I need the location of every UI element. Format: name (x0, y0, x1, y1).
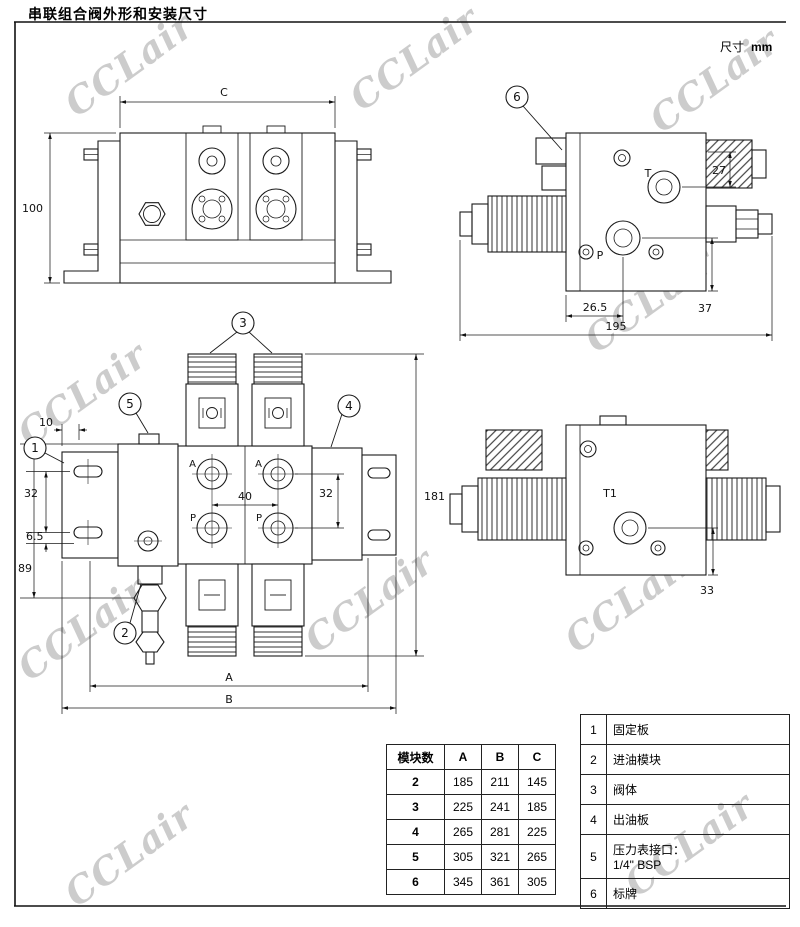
dim-a-label: A (225, 671, 233, 684)
dim-32-left-label: 32 (24, 487, 38, 500)
legend-row: 5 压力表接口： 1/4" BSP (580, 834, 790, 879)
legend-item-number: 4 (580, 804, 607, 835)
side-view-top (459, 85, 773, 341)
dim-c-label: C (220, 86, 228, 99)
callout-4: 4 (345, 399, 353, 413)
dim-37-label: 37 (698, 302, 712, 315)
cell-c: 265 (518, 844, 556, 870)
cell-a: 345 (444, 869, 482, 895)
size-header-c: C (518, 744, 556, 770)
dim-40-label: 40 (238, 490, 252, 503)
legend-item-label-line2: 1/4" BSP (613, 858, 662, 872)
cell-b: 241 (481, 794, 519, 820)
port-t-label: T (644, 167, 652, 180)
cell-b: 211 (481, 769, 519, 795)
legend-item-label: 压力表接口： 1/4" BSP (606, 834, 790, 879)
cell-modules: 5 (386, 844, 445, 870)
cell-a: 265 (444, 819, 482, 845)
port-t1-label: T1 (602, 487, 617, 500)
legend-item-number: 5 (580, 834, 607, 879)
legend-row: 2 进油模块 (580, 744, 790, 775)
port-a2-label: A (255, 459, 262, 470)
size-header-modules: 模块数 (386, 744, 445, 770)
cell-c: 145 (518, 769, 556, 795)
dim-26-5-label: 26.5 (583, 301, 608, 314)
legend-item-label-line1: 压力表接口： (613, 843, 686, 857)
dim-27-label: 27 (712, 164, 726, 177)
legend-row: 6 标牌 (580, 878, 790, 909)
legend-item-label: 出油板 (606, 804, 790, 835)
legend-item-label: 固定板 (606, 714, 790, 745)
cell-c: 225 (518, 819, 556, 845)
size-header-b: B (481, 744, 519, 770)
table-row: 4 265 281 225 (386, 819, 556, 845)
cell-modules: 4 (386, 819, 445, 845)
size-table-header-row: 模块数 A B C (386, 744, 556, 770)
callout-1: 1 (31, 441, 39, 455)
callout-3: 3 (239, 316, 247, 330)
dim-89-label: 89 (18, 562, 32, 575)
dim-195-label: 195 (606, 320, 627, 333)
dim-b-label: B (225, 693, 233, 706)
side-view-bottom (449, 415, 781, 576)
dim-181-label: 181 (424, 490, 445, 503)
port-p1-label: P (190, 513, 196, 524)
port-p2-label: P (256, 513, 262, 524)
cell-a: 185 (444, 769, 482, 795)
legend-item-number: 2 (580, 744, 607, 775)
page-title: 串联组合阀外形和安装尺寸 (28, 6, 208, 22)
unit-note: 尺寸 mm (720, 38, 772, 55)
unit-value: mm (751, 40, 773, 54)
unit-label: 尺寸 (720, 40, 745, 54)
size-header-a: A (444, 744, 482, 770)
legend-item-label: 阀体 (606, 774, 790, 805)
cell-modules: 6 (386, 869, 445, 895)
front-view (44, 96, 392, 284)
legend-item-label: 进油模块 (606, 744, 790, 775)
dim-6-5-label: 6.5 (26, 530, 44, 543)
cell-c: 185 (518, 794, 556, 820)
module-size-table: 模块数 A B C 2 185 211 145 3 225 241 185 4 … (386, 744, 556, 895)
port-a1-label: A (189, 459, 196, 470)
table-row: 5 305 321 265 (386, 844, 556, 870)
dim-32-right-label: 32 (319, 487, 333, 500)
dim-33-label: 33 (700, 584, 714, 597)
callout-5: 5 (126, 397, 134, 411)
plan-view (20, 311, 424, 714)
port-p-label: P (597, 249, 604, 262)
cell-modules: 2 (386, 769, 445, 795)
cell-a: 305 (444, 844, 482, 870)
legend-row: 1 固定板 (580, 714, 790, 745)
cell-a: 225 (444, 794, 482, 820)
legend-row: 4 出油板 (580, 804, 790, 835)
cell-b: 321 (481, 844, 519, 870)
legend-row: 3 阀体 (580, 774, 790, 805)
cell-modules: 3 (386, 794, 445, 820)
table-row: 6 345 361 305 (386, 869, 556, 895)
dim-10-label: 10 (39, 416, 53, 429)
legend-item-number: 1 (580, 714, 607, 745)
legend-item-number: 6 (580, 878, 607, 909)
dim-100-label: 100 (22, 202, 43, 215)
legend-item-label: 标牌 (606, 878, 790, 909)
table-row: 3 225 241 185 (386, 794, 556, 820)
callout-6: 6 (513, 90, 521, 104)
legend-item-number: 3 (580, 774, 607, 805)
legend-table: 1 固定板 2 进油模块 3 阀体 4 出油板 5 压力表接口： 1/4" BS… (580, 714, 790, 909)
table-row: 2 185 211 145 (386, 769, 556, 795)
cell-c: 305 (518, 869, 556, 895)
cell-b: 281 (481, 819, 519, 845)
cell-b: 361 (481, 869, 519, 895)
callout-2: 2 (121, 626, 129, 640)
